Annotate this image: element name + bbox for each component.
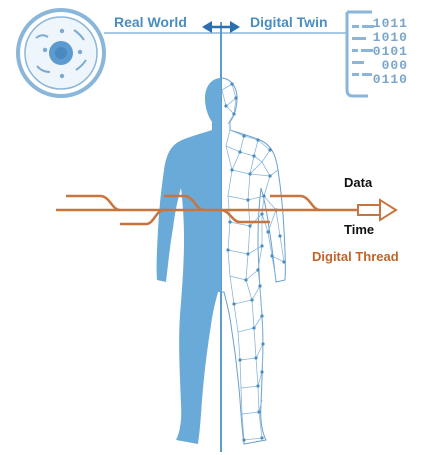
digital-twin-mesh bbox=[221, 78, 285, 444]
code-document-icon bbox=[347, 12, 374, 96]
real-world-label: Real World bbox=[114, 14, 187, 30]
digital-thread-label: Digital Thread bbox=[312, 249, 399, 264]
data-arrow-icon bbox=[358, 200, 396, 220]
digital-twin-label: Digital Twin bbox=[250, 14, 328, 30]
binary-line: 1010 bbox=[373, 31, 408, 44]
human-silhouette bbox=[157, 78, 221, 444]
binary-line: 000 bbox=[382, 59, 408, 72]
binary-line: 0110 bbox=[373, 73, 408, 86]
binary-line: 0101 bbox=[373, 45, 408, 58]
binary-line: 1011 bbox=[373, 17, 408, 30]
digital-twin-nodes bbox=[224, 82, 285, 441]
cell-icon bbox=[18, 10, 104, 96]
data-label: Data bbox=[344, 175, 372, 190]
time-label: Time bbox=[344, 222, 374, 237]
